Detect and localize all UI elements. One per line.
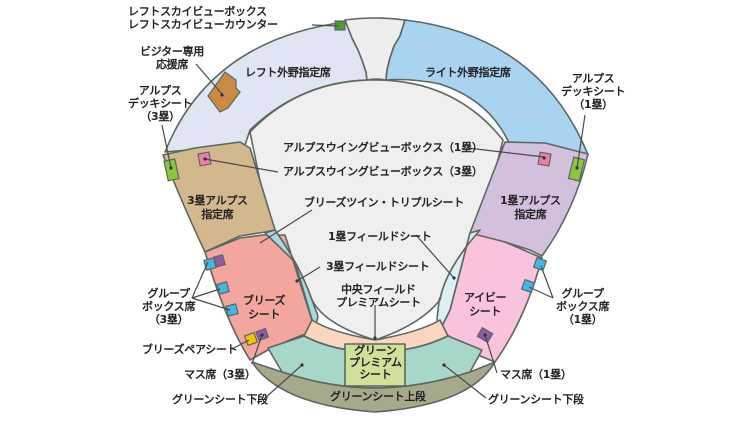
pair-seat-callout: ブリーズペアシート xyxy=(142,343,238,356)
masu-1b-callout: マス席（1塁） xyxy=(500,368,572,381)
group-box-1b-1[interactable] xyxy=(532,256,548,272)
group-box-3b-2[interactable] xyxy=(216,281,230,295)
right-outfield-label: ライト外野指定席 xyxy=(425,66,511,79)
green-lower-left-callout: グリーンシート下段 xyxy=(172,393,268,406)
visitor-section[interactable] xyxy=(207,71,241,113)
field-3b-callout: 3塁フィールドシート xyxy=(326,260,430,273)
green-premium-section[interactable] xyxy=(344,343,406,387)
field-1b-callout: 1塁フィールドシート xyxy=(328,230,432,243)
center-premium-callout: 中央フィールド プレミアムシート xyxy=(336,283,421,309)
group-box-3b-callout: グループ ボックス席 （3塁） xyxy=(142,287,196,326)
green-upper-label: グリーンシート上段 xyxy=(330,390,426,403)
left-outfield-label: レフト外野指定席 xyxy=(245,66,331,79)
deck-3b-callout: アルプス デッキシート （3塁） xyxy=(128,84,193,123)
ivy-seat-label: アイビー シート xyxy=(464,291,507,318)
skyview-callout: レフトスカイビューボックス レフトスカイビューカウンター xyxy=(128,5,278,31)
breeze-seat-label: ブリーズ シート xyxy=(243,294,286,321)
field-seat-1b-section[interactable] xyxy=(436,229,481,331)
visitor-callout: ビジター専用 応援席 xyxy=(140,45,204,71)
group-box-1b-callout: グループ ボックス席 （1塁） xyxy=(556,287,610,326)
right-outfield-section[interactable] xyxy=(385,19,589,156)
twin-triple-callout: ブリーズツイン・トリプルシート xyxy=(304,196,464,209)
alps-3b-label: 3塁アルプス 指定席 xyxy=(187,194,248,221)
green-lower-right-callout: グリーンシート下段 xyxy=(488,393,584,406)
masu-3b-upper[interactable] xyxy=(213,254,226,268)
group-box-3b-3[interactable] xyxy=(225,303,239,317)
alps-1b-label: 1塁アルプス 指定席 xyxy=(500,194,561,221)
masu-3b-callout: マス席（3塁） xyxy=(184,368,256,381)
pair-seat-box[interactable] xyxy=(243,331,259,347)
wingview-1b-callout: アルプスウイングビューボックス（1塁） xyxy=(283,141,483,154)
green-premium-label: グリーン プレミアム シート xyxy=(349,344,402,381)
wingview-3b-callout: アルプスウイングビューボックス（3塁） xyxy=(283,165,483,178)
alps-1b-reserved-section[interactable] xyxy=(469,141,589,257)
group-box-1b-2[interactable] xyxy=(520,278,536,294)
deck-1b-callout: アルプス デッキシート （1塁） xyxy=(561,72,626,111)
